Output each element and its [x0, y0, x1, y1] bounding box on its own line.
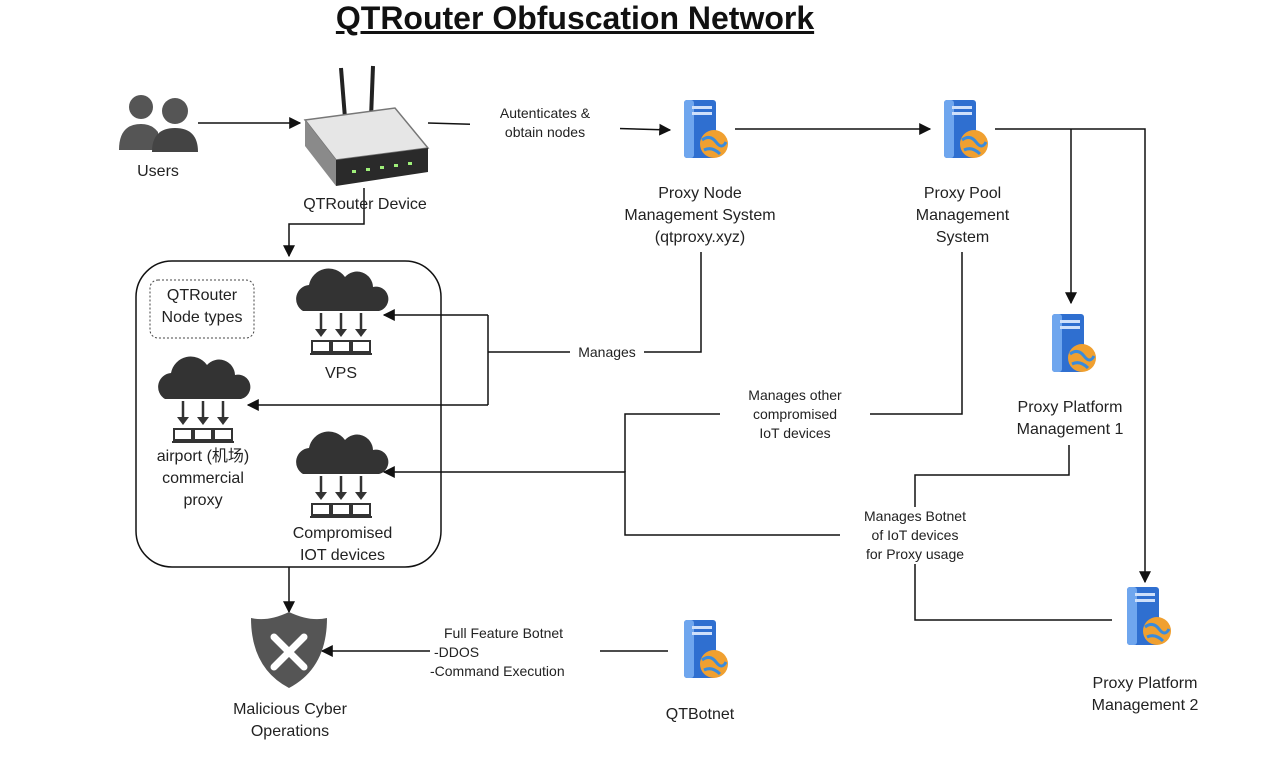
pool-mgmt-server-icon [942, 98, 990, 160]
edge-device-group [283, 188, 365, 258]
platform2-server-icon [1125, 585, 1173, 647]
qtbotnet-server-icon [682, 618, 730, 680]
node-mgmt-server-icon [682, 98, 730, 160]
node-types-label: QTRouter Node types [161, 287, 243, 326]
malicious-label: Malicious Cyber Operations [233, 701, 347, 740]
edge-botnet-iot [382, 466, 914, 536]
edge-platforms-botnet [914, 445, 1112, 621]
device-label: QTRouter Device [303, 196, 427, 213]
edge-manages-label: Manages [570, 343, 644, 362]
airport-cloud-icon [156, 355, 252, 444]
edge-pool-platform2 [995, 128, 1151, 584]
router-icon [303, 65, 430, 186]
qtbotnet-label: QTBotnet [665, 706, 735, 723]
shield-x-icon [251, 612, 327, 688]
node-types-label-box [149, 279, 255, 339]
platform1-label: Proxy Platform Management 1 [1016, 399, 1124, 438]
vps-cloud-icon [294, 267, 390, 356]
edge-manages [488, 252, 702, 353]
iot-cloud-icon [294, 430, 390, 519]
platform2-label: Proxy Platform Management 2 [1091, 675, 1199, 714]
iot-label: Compromised IOT devices [292, 525, 393, 564]
edge-full-feature-label: Full Feature Botnet -DDOS -Command Execu… [430, 624, 600, 681]
edge-auth-label: Autenticates & obtain nodes [470, 104, 620, 142]
edge-manages-other-label: Manages other compromised IoT devices [720, 386, 870, 443]
users-label: Users [137, 163, 179, 180]
users-icon [119, 95, 198, 152]
pool-mgmt-label: Proxy Pool Management System [915, 185, 1010, 246]
diagram-title: QTRouter Obfuscation Network [335, 0, 815, 36]
airport-label: airport (机场) commercial proxy [156, 448, 250, 509]
edge-manages-botnet-label: Manages Botnet of IoT devices for Proxy … [840, 507, 990, 564]
node-mgmt-label: Proxy Node Management System (qtproxy.xy… [624, 185, 776, 246]
vps-label: VPS [324, 365, 357, 382]
platform1-server-icon [1050, 312, 1098, 374]
